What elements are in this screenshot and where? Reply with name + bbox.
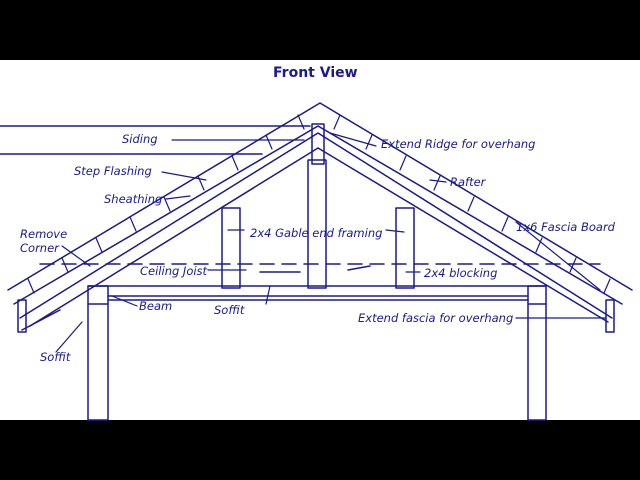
- label-remove-corner-line2: Corner: [20, 241, 60, 255]
- gable-studs: [221, 159, 415, 289]
- label-step-flashing: Step Flashing: [74, 164, 152, 178]
- shingle-ticks-right: [333, 114, 611, 294]
- roof-outline: [7, 102, 633, 327]
- top-plate: [87, 285, 547, 301]
- fascia-left: [17, 299, 27, 333]
- fascia-right: [605, 299, 615, 333]
- label-fascia-board: 1x6 Fascia Board: [516, 220, 616, 234]
- label-soffit-left: Soffit: [40, 350, 71, 364]
- wall-posts: [87, 285, 547, 421]
- label-beam: Beam: [139, 299, 172, 313]
- blocking: [259, 265, 371, 273]
- bottom-letterbox: [0, 420, 640, 480]
- label-siding: Siding: [122, 132, 158, 146]
- drawing: [0, 102, 633, 421]
- soffit-left-line: [21, 309, 61, 331]
- label-rafter: Rafter: [450, 175, 487, 189]
- diagram-title: Front View: [273, 65, 358, 81]
- label-soffit-center: Soffit: [214, 303, 245, 317]
- leader-lines: [55, 132, 607, 353]
- label-extend-ridge: Extend Ridge for overhang: [381, 137, 535, 151]
- ridge-board: [311, 123, 325, 165]
- shingle-ticks-left: [27, 114, 305, 294]
- label-ceiling-joist: Ceiling Joist: [140, 264, 208, 278]
- label-blocking: 2x4 blocking: [424, 266, 497, 280]
- top-letterbox: [0, 0, 640, 60]
- siding-panel: [0, 125, 311, 155]
- label-extend-fascia: Extend fascia for overhang: [358, 311, 513, 325]
- label-sheathing: Sheathing: [104, 192, 162, 206]
- label-remove-corner-line1: Remove: [20, 227, 67, 241]
- drawing-canvas: [0, 60, 640, 420]
- label-gable-framing: 2x4 Gable end framing: [250, 226, 382, 240]
